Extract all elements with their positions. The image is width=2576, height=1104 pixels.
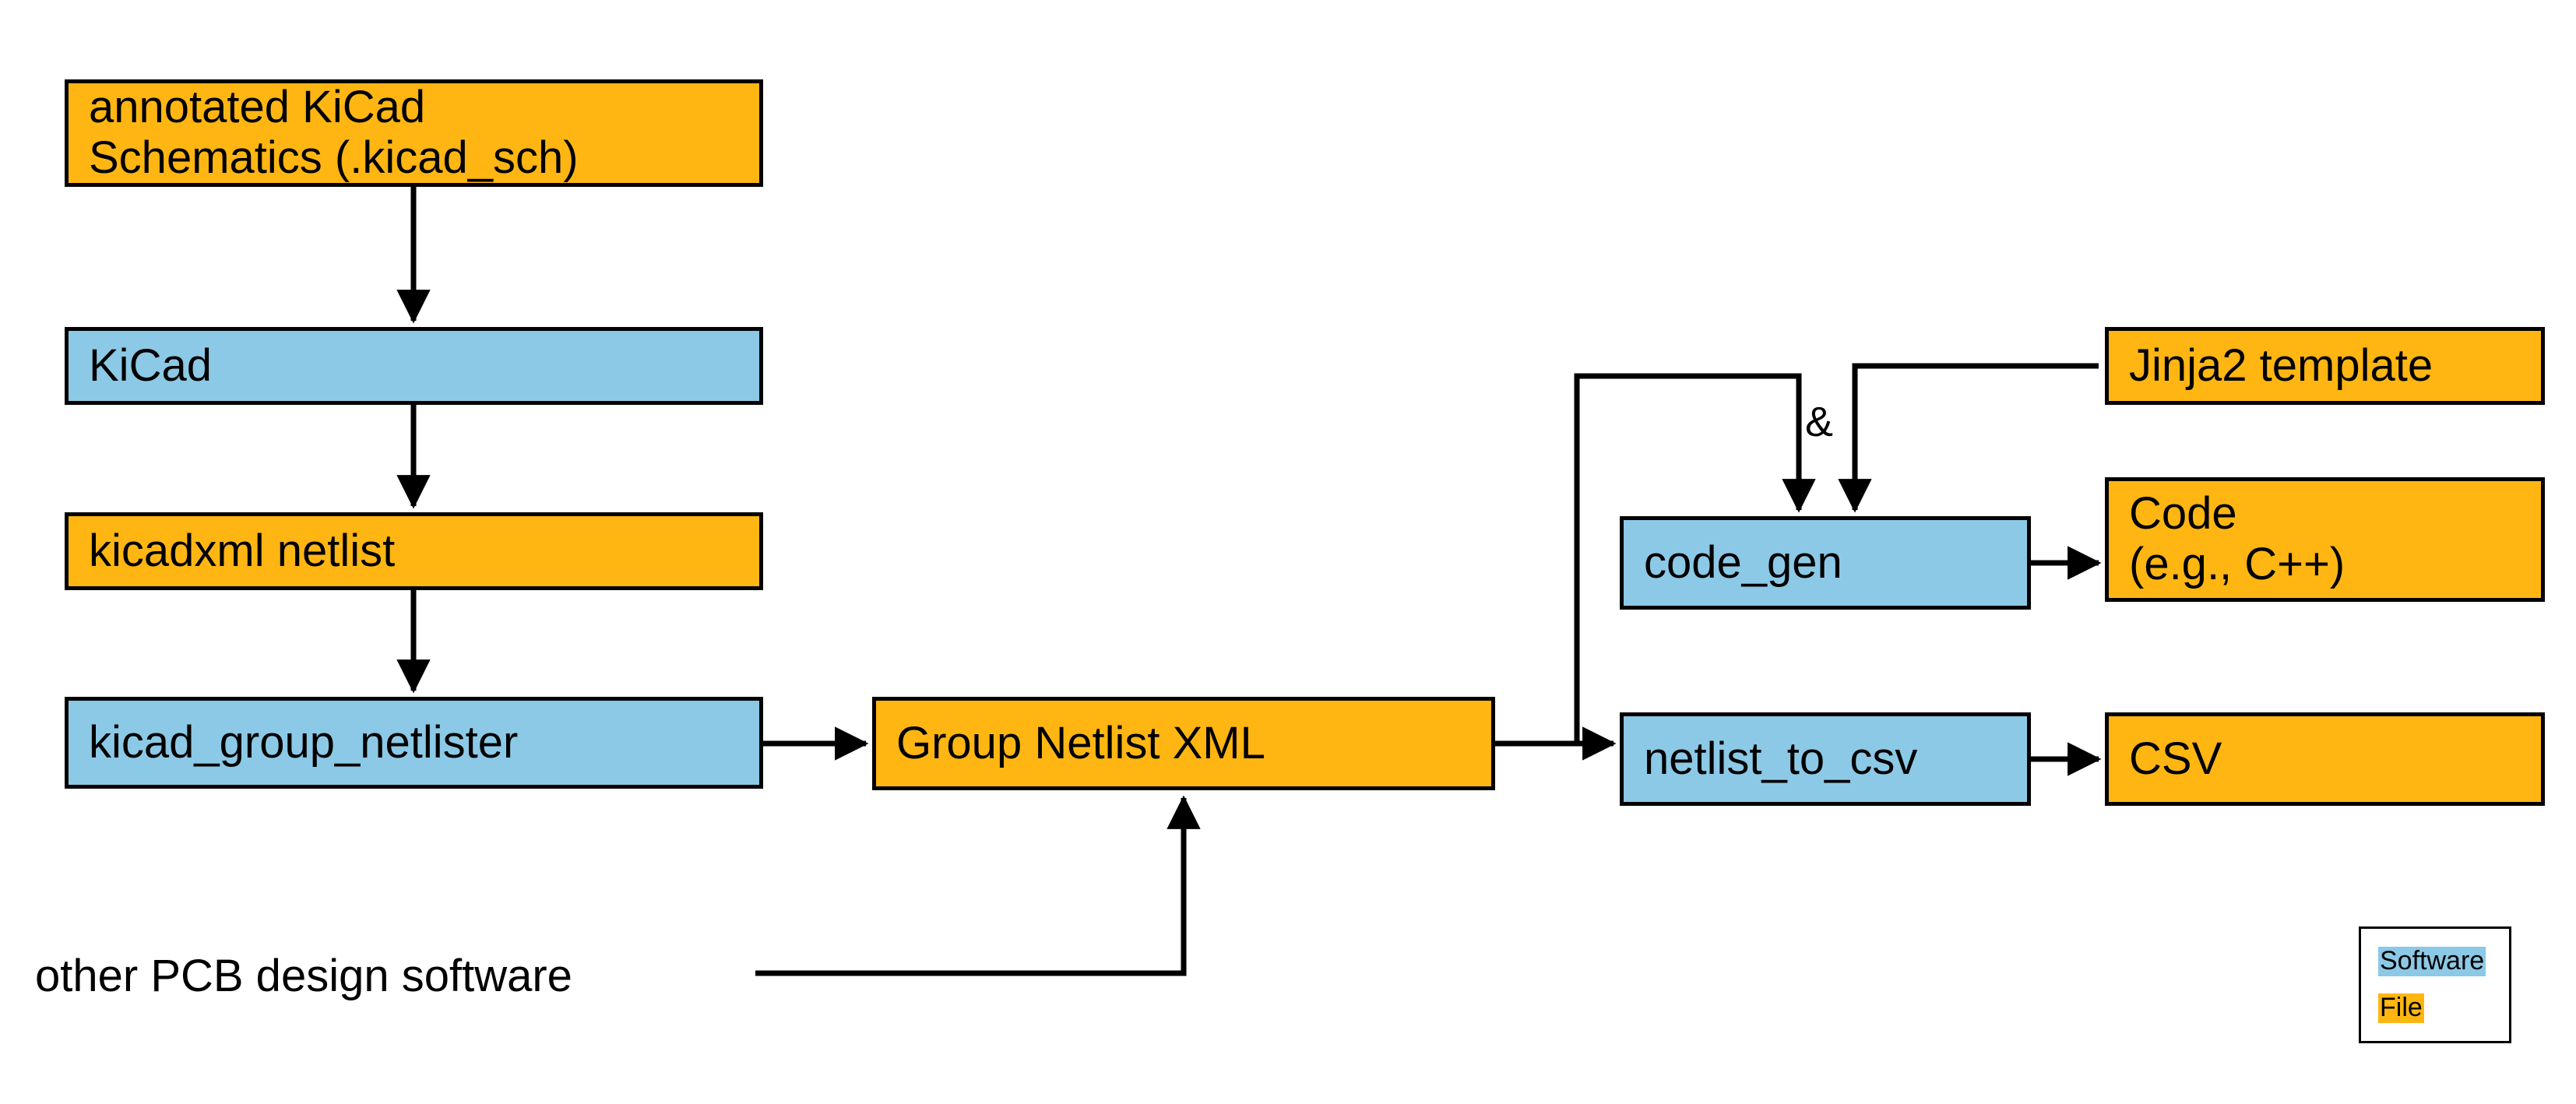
node-netlist-to-csv[interactable]: netlist_to_csv [1620,712,2031,806]
node-code[interactable]: Code (e.g., C++) [2105,477,2545,602]
node-label: Group Netlist XML [896,717,1265,768]
node-kicad[interactable]: KiCad [65,327,763,405]
node-jinja2-template[interactable]: Jinja2 template [2105,327,2545,405]
node-label: code_gen [1644,536,1842,588]
node-label: Jinja2 template [2129,339,2433,391]
legend-item-file: File [2378,993,2424,1024]
legend-box: Software File [2359,926,2511,1043]
edge-other-pcb-to-group-xml [755,795,1201,976]
node-label: CSV [2129,733,2222,784]
node-label: annotated KiCad Schematics (.kicad_sch) [89,82,579,183]
node-kicad-group-netlister[interactable]: kicad_group_netlister [65,697,763,789]
node-label: kicad_group_netlister [89,716,519,768]
node-code-gen[interactable]: code_gen [1620,516,2031,610]
edge-jinja2-to-code-gen [1838,363,2099,513]
and-text: & [1805,399,1834,445]
edge-label-and: & [1805,401,1833,443]
label-other-pcb-design-software: other PCB design software [35,951,572,1001]
node-csv[interactable]: CSV [2105,712,2545,806]
node-label: netlist_to_csv [1644,733,1918,784]
node-label: Code (e.g., C++) [2129,488,2345,589]
node-label: KiCad [89,339,212,391]
node-annotated-kicad-schematics[interactable]: annotated KiCad Schematics (.kicad_sch) [65,79,763,187]
legend-item-software: Software [2378,945,2486,976]
node-kicadxml-netlist[interactable]: kicadxml netlist [65,512,763,590]
node-group-netlist-xml[interactable]: Group Netlist XML [872,697,1495,790]
node-label: kicadxml netlist [89,525,396,576]
other-pcb-text: other PCB design software [35,951,572,1001]
